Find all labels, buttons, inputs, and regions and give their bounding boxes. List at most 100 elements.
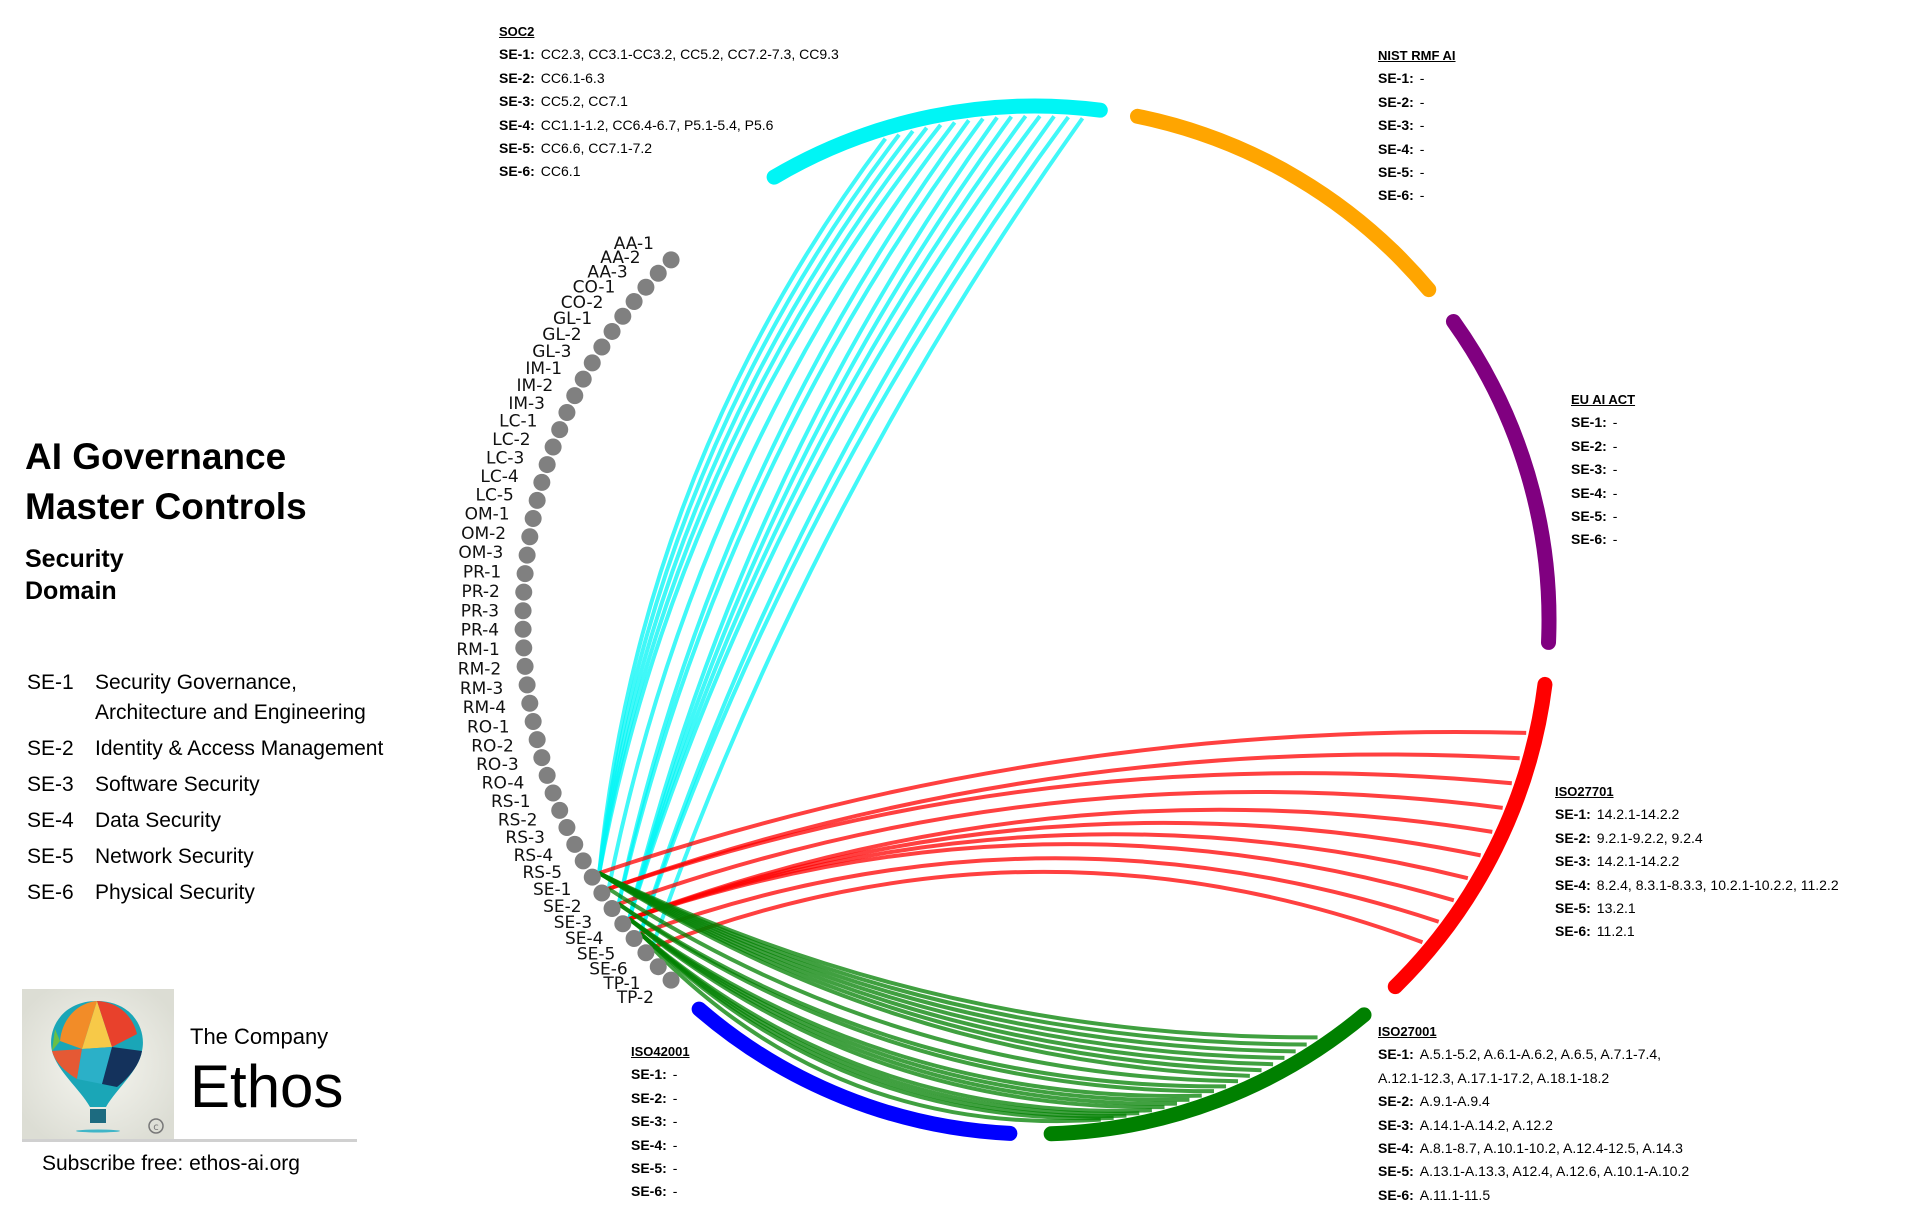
soc2-link	[597, 129, 915, 874]
domain-code: SE-2:	[1555, 829, 1591, 846]
node-dot[interactable]	[538, 456, 556, 474]
mapping-row: SE-3:14.2.1-14.2.2	[1555, 850, 1839, 873]
framework-title: ISO27001	[1378, 1024, 1437, 1039]
mapping-value: -	[1419, 93, 1425, 110]
domain-code: SE-6:	[1555, 923, 1591, 940]
nist-arc[interactable]	[1129, 108, 1437, 298]
framework-title: SOC2	[499, 24, 535, 39]
legend-code: SE-1	[27, 671, 74, 694]
brand-name: Ethos	[190, 1053, 344, 1120]
mapping-value: -	[672, 1160, 678, 1177]
node-label: OM-3	[458, 543, 503, 563]
node-dot[interactable]	[551, 421, 569, 439]
mapping-row: SE-2:-	[1378, 91, 1456, 114]
node-dot[interactable]	[514, 620, 532, 638]
iso27701-link	[639, 856, 1440, 936]
domain-code: SE-6:	[1378, 1186, 1414, 1203]
node-dot[interactable]	[593, 884, 611, 902]
node-dot[interactable]	[544, 438, 562, 456]
iso27001-link	[607, 887, 1239, 1084]
node-dot[interactable]	[614, 307, 632, 325]
legend-code: SE-4	[27, 809, 74, 832]
domain-legend: SE-1 Security Governance, Architecture an…	[27, 668, 405, 914]
euai-arc[interactable]	[1445, 314, 1557, 650]
mapping-row: SE-6:CC6.1	[499, 160, 839, 183]
node-dot[interactable]	[649, 264, 667, 282]
node-dot[interactable]	[533, 473, 551, 491]
node-label: TP-1	[602, 974, 640, 994]
soc2-arc[interactable]	[766, 98, 1108, 185]
node-dot[interactable]	[637, 944, 655, 962]
node-dot[interactable]	[516, 565, 534, 583]
node-dot[interactable]	[515, 639, 533, 657]
node-dot[interactable]	[551, 801, 569, 819]
node-dot[interactable]	[524, 713, 542, 731]
legend-label: Security Governance, Architecture and En…	[95, 671, 366, 724]
mapping-value: A.13.1-A.13.3, A12.4, A.12.6, A.10.1-A.1…	[1419, 1163, 1690, 1180]
node-dot[interactable]	[614, 915, 632, 933]
node-dot[interactable]	[583, 868, 601, 886]
iso27001-arc[interactable]	[1043, 1007, 1372, 1142]
domain-code: SE-2:	[1571, 437, 1607, 454]
node-dot[interactable]	[649, 958, 667, 976]
node-dot[interactable]	[544, 784, 562, 802]
node-label: LC-5	[476, 486, 514, 506]
node-dot[interactable]	[521, 694, 539, 712]
mapping-row: SE-2:CC6.1-6.3	[499, 67, 839, 90]
node-dot[interactable]	[518, 546, 536, 564]
node-dot[interactable]	[514, 602, 532, 620]
soc2-link	[638, 115, 1056, 935]
node-dot[interactable]	[533, 749, 551, 767]
node-label: IM-1	[525, 359, 562, 379]
iso27701-link	[628, 842, 1455, 921]
node-dot[interactable]	[538, 766, 556, 784]
mapping-row: SE-5:A.13.1-A.13.3, A12.4, A.12.6, A.10.…	[1378, 1160, 1708, 1183]
node-dot[interactable]	[637, 278, 655, 296]
node-dot[interactable]	[662, 971, 680, 989]
subscribe-link[interactable]: Subscribe free: ethos-ai.org	[42, 1152, 300, 1175]
node-dot[interactable]	[528, 491, 546, 509]
node-label: OM-2	[461, 524, 506, 544]
domain-code: SE-1:	[1378, 70, 1414, 87]
mapping-value: 14.2.1-14.2.2	[1596, 806, 1680, 823]
domain-code: SE-3:	[1378, 117, 1414, 134]
domain-code: SE-4:	[1571, 484, 1607, 501]
node-dot[interactable]	[524, 509, 542, 527]
node-dot[interactable]	[574, 370, 592, 388]
node-dot[interactable]	[515, 583, 533, 601]
domain-code: SE-6:	[1571, 531, 1607, 548]
mapping-row: SE-2:-	[631, 1087, 690, 1110]
node-dot[interactable]	[566, 835, 584, 853]
node-dot[interactable]	[558, 819, 576, 837]
mapping-row: SE-3:A.14.1-A.14.2, A.12.2	[1378, 1114, 1708, 1137]
domain-code: SE-2:	[1378, 93, 1414, 110]
node-dot[interactable]	[583, 354, 601, 372]
domain-code: SE-5:	[499, 140, 535, 157]
iso27701-arc[interactable]	[1387, 676, 1553, 995]
soc2-link	[616, 119, 971, 905]
node-dot[interactable]	[662, 251, 680, 269]
node-label: RO-3	[476, 755, 519, 775]
mapping-row: SE-2:A.9.1-A.9.4	[1378, 1090, 1708, 1113]
node-dot[interactable]	[521, 528, 539, 546]
node-dot[interactable]	[528, 731, 546, 749]
mapping-value: CC6.1-6.3	[540, 69, 605, 86]
node-dot[interactable]	[574, 852, 592, 870]
node-label: RO-4	[482, 774, 525, 794]
node-dot[interactable]	[558, 403, 576, 421]
domain-subtitle: Security Domain	[25, 543, 124, 607]
node-dot[interactable]	[518, 676, 536, 694]
node-dot[interactable]	[603, 900, 621, 918]
node-label: GL-1	[553, 309, 592, 329]
iso42001-arc[interactable]	[691, 1001, 1018, 1141]
domain-code: SE-1:	[1555, 806, 1591, 823]
node-dot[interactable]	[516, 657, 534, 675]
node-dot[interactable]	[625, 293, 643, 311]
node-dot[interactable]	[625, 929, 643, 947]
node-label: AA-2	[600, 248, 640, 268]
node-dot[interactable]	[603, 322, 621, 340]
node-dot[interactable]	[566, 387, 584, 405]
mapping-value: 11.2.1	[1596, 923, 1635, 940]
node-dot[interactable]	[593, 338, 611, 356]
